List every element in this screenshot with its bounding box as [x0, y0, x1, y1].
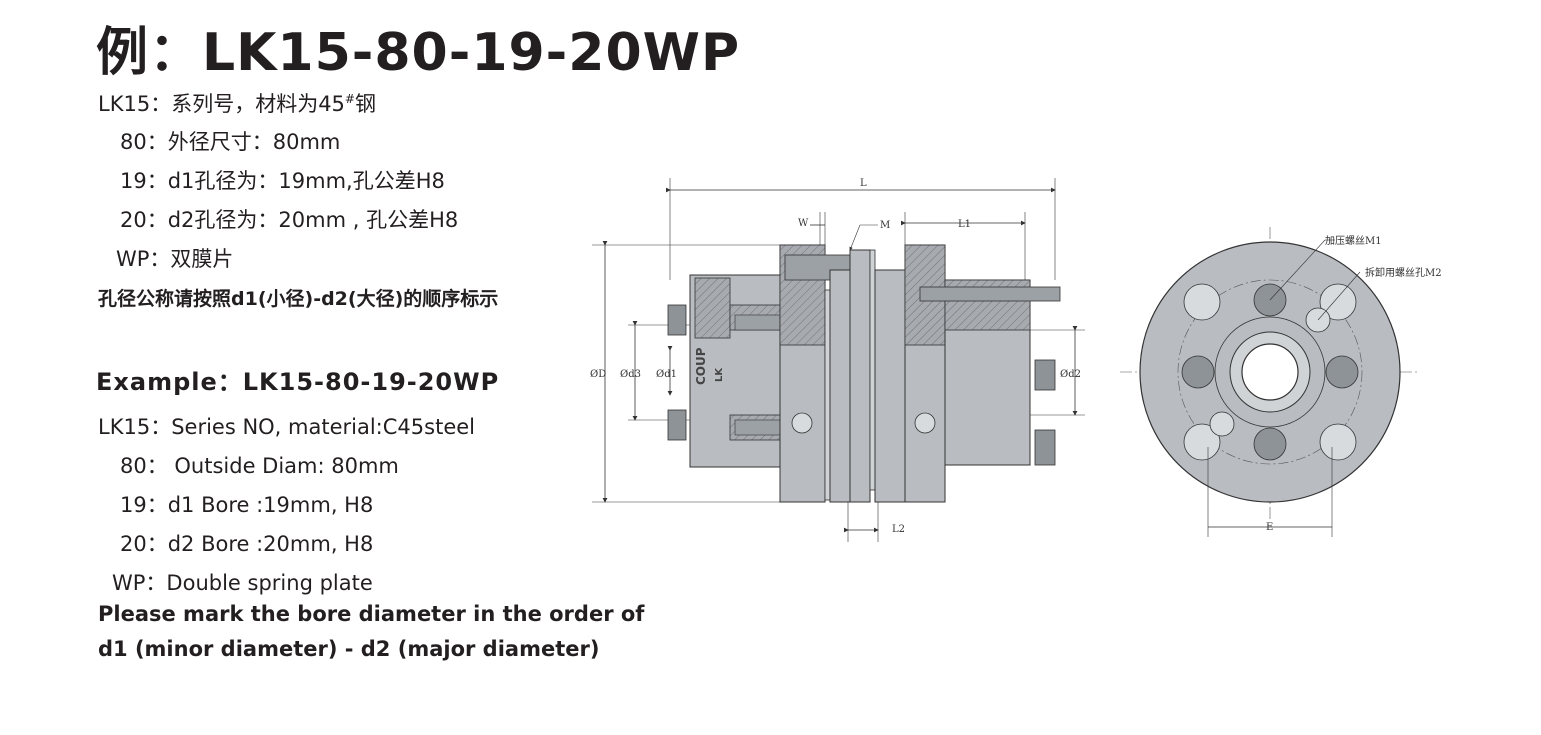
dim-d2-label: Ød2	[1060, 369, 1081, 380]
cn-note: 孔径公称请按照d1(小径)-d2(大径)的顺序标示	[98, 288, 499, 310]
dim-l1-label: L1	[958, 219, 971, 230]
body-marking-coup: COUP	[694, 347, 708, 385]
dim-m-label: M	[880, 220, 890, 231]
cn-line-d2: 20：d2孔径为：20mm , 孔公差H8	[120, 208, 459, 232]
en-line-d1: 19：d1 Bore :19mm, H8	[120, 493, 374, 517]
cn-line-series: LK15：系列号，材料为45#钢	[98, 88, 376, 118]
right-flange-hole	[914, 412, 936, 434]
dim-d-label: ØD	[590, 369, 606, 380]
dim-d1-label: Ød1	[656, 369, 677, 380]
bolt-hole-bottom	[1253, 427, 1287, 461]
diaphragm-right	[869, 249, 876, 491]
en-note-line1: Please mark the bore diameter in the ord…	[98, 602, 645, 626]
spacer	[829, 269, 851, 503]
en-line-series: LK15：Series NO, material:C45steel	[98, 415, 475, 439]
bolt-hole-left	[1181, 355, 1215, 389]
body-marking-lk: LK	[714, 367, 725, 382]
bolt-hole-right	[1325, 355, 1359, 389]
left-bolt-top	[667, 304, 687, 336]
spacer-2	[849, 249, 871, 503]
coupling-front-view: 加压螺丝M1 拆卸用螺丝孔M2 E	[1120, 227, 1442, 537]
coupling-side-view: L W M L1 ØD Ød3 Ød1 COUP LK	[590, 178, 1085, 542]
en-line-outer: 80： Outside Diam: 80mm	[120, 454, 399, 478]
cn-line-series-text: LK15：系列号，材料为45	[98, 92, 345, 116]
cn-superscript: #	[344, 92, 355, 106]
dim-w-label: W	[798, 218, 809, 229]
left-bolt-bottom	[667, 409, 687, 441]
en-title: Example：LK15-80-19-20WP	[96, 368, 500, 396]
en-note-line2: d1 (minor diameter) - d2 (major diameter…	[98, 637, 600, 661]
right-bolt-top	[1034, 359, 1056, 391]
dim-e-label: E	[1266, 522, 1273, 533]
cn-line-wp: WP：双膜片	[116, 247, 234, 271]
dim-l2-label: L2	[892, 524, 905, 535]
cn-line-series-suffix: 钢	[354, 92, 376, 116]
front-bore	[1241, 343, 1299, 401]
diaphragm-left	[824, 289, 831, 501]
callout-m2: 拆卸用螺丝孔M2	[1365, 266, 1442, 279]
en-line-d2: 20：d2 Bore :20mm, H8	[120, 532, 374, 556]
cn-line-outer: 80：外径尺寸：80mm	[120, 130, 341, 154]
right-bolt-bottom	[1034, 429, 1056, 466]
cn-title: 例：LK15-80-19-20WP	[96, 23, 741, 83]
spacer-3	[874, 269, 906, 503]
dim-d3-label: Ød3	[620, 369, 641, 380]
callout-m1: 加压螺丝M1	[1325, 235, 1382, 247]
removal-screw	[919, 286, 1061, 302]
left-flange-hole	[791, 412, 813, 434]
dim-l-label: L	[860, 178, 867, 189]
en-line-wp: WP：Double spring plate	[112, 571, 373, 595]
cn-line-d1: 19：d1孔径为：19mm,孔公差H8	[120, 169, 445, 193]
